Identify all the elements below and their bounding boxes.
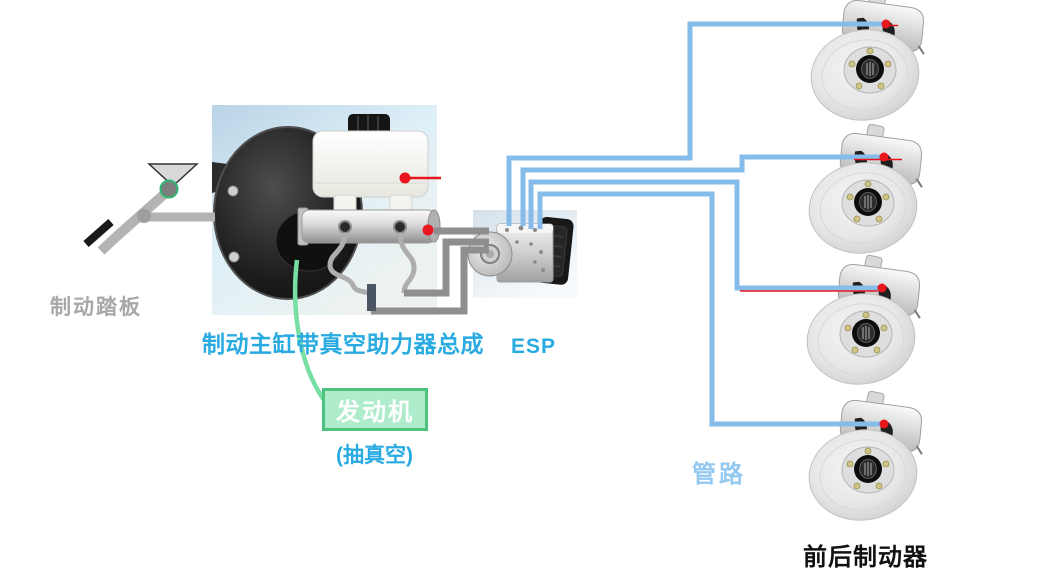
brake-line-1 bbox=[506, 21, 886, 226]
pedal-pad bbox=[83, 218, 114, 248]
front-rear-brakes-label: 前后制动器 bbox=[803, 544, 928, 571]
vacuum-hose-curve bbox=[292, 259, 326, 402]
brake-line-3 bbox=[528, 179, 882, 291]
pipelines-label: 管路 bbox=[692, 461, 746, 488]
disc-brake-front-right bbox=[802, 118, 934, 262]
pipe-mc-esp-3 bbox=[371, 246, 489, 315]
brake-pedal-icon bbox=[83, 163, 215, 255]
pedal-joint-green-ring bbox=[159, 179, 179, 199]
brake-line-2 bbox=[520, 154, 884, 226]
pipe-mc-esp-2 bbox=[404, 238, 489, 297]
esp-label: ESP bbox=[511, 335, 557, 358]
master-cylinder-barrel bbox=[301, 209, 436, 244]
pedal-pivot bbox=[137, 209, 151, 223]
reservoir-marker-dot bbox=[399, 172, 411, 184]
brake-fluid-reservoir bbox=[312, 130, 429, 198]
vacuum-booster-master-cylinder-image bbox=[212, 105, 441, 315]
cylinder-outlet-marker-dot bbox=[422, 224, 434, 236]
engine-label: 发动机 bbox=[336, 399, 414, 426]
pedal-mount-triangle bbox=[147, 163, 199, 188]
disc-brake-rear-left bbox=[800, 249, 932, 393]
brake-pedal-label: 制动踏板 bbox=[50, 296, 142, 319]
master-cylinder-label: 制动主缸带真空助力器总成 bbox=[202, 331, 484, 357]
master-cylinder-steel-pipes bbox=[327, 232, 417, 297]
caliper-port-dots bbox=[877, 19, 891, 429]
brake-line-4 bbox=[537, 191, 884, 427]
brake-lines bbox=[506, 21, 886, 427]
master-to-esp-pipes bbox=[371, 227, 489, 315]
disc-brake-front-left bbox=[804, 0, 936, 129]
vacuum-note-label: (抽真空) bbox=[336, 444, 413, 467]
engine-box: 发动机 bbox=[322, 388, 428, 431]
disc-brake-rear-right bbox=[802, 385, 934, 529]
